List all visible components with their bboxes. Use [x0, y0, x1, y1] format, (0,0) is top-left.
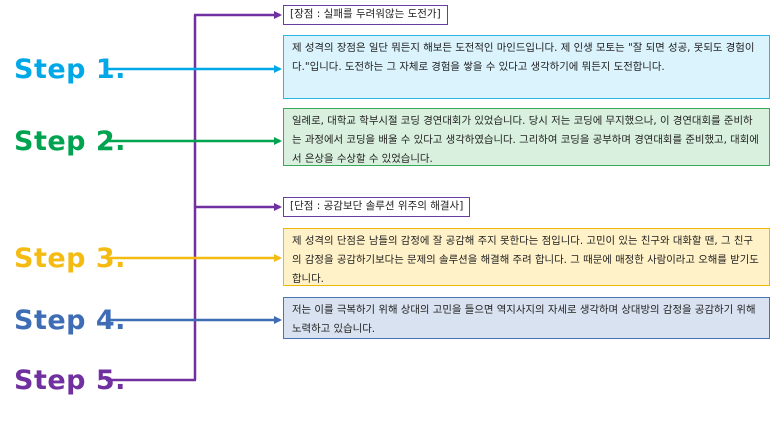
strength-example-box: 일례로, 대학교 학부시절 코딩 경연대회가 있었습니다. 당시 저는 코딩에 …	[283, 108, 770, 166]
step-1-label: Step 1.	[14, 54, 126, 85]
weaknesses-title: [단점 : 공감보단 솔루션 위주의 해결사]	[283, 197, 471, 217]
step-5-label: Step 5.	[14, 365, 126, 396]
step-2-label: Step 2.	[14, 126, 126, 157]
weakness-overcome-box: 저는 이를 극복하기 위해 상대의 고민을 들으면 역지사지의 자세로 생각하며…	[283, 297, 770, 339]
strength-description-box: 제 성격의 장점은 일단 뭐든지 해보든 도전적인 마인드입니다. 제 인생 모…	[283, 35, 770, 99]
step-3-label: Step 3.	[14, 243, 126, 274]
strengths-title: [장점 : 실패를 두려워않는 도전가]	[283, 5, 448, 25]
weakness-description-box: 제 성격의 단점은 남들의 감정에 잘 공감해 주지 못한다는 점입니다. 고민…	[283, 228, 770, 286]
step-4-label: Step 4.	[14, 305, 126, 336]
